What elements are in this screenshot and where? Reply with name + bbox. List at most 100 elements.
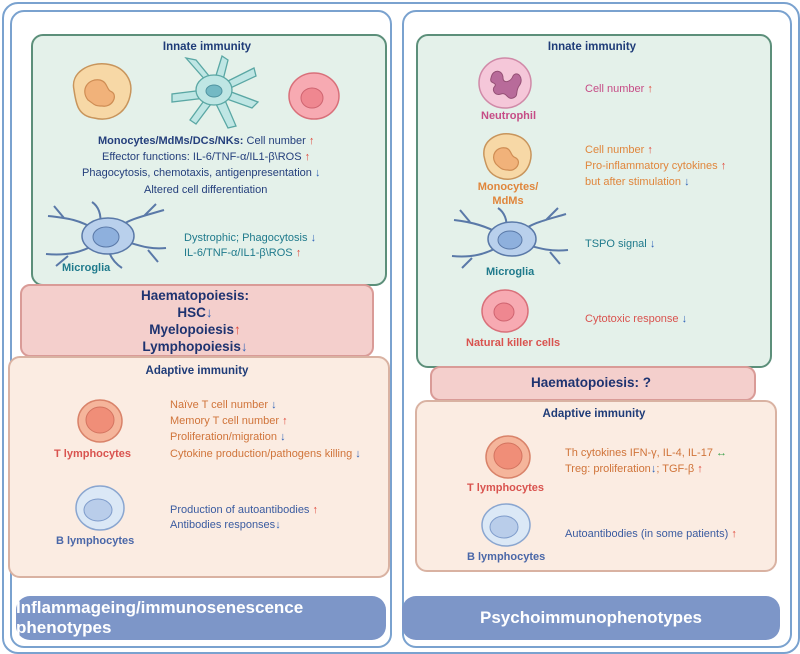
left-innate-line2: Effector functions: IL-6/TNF-α/IL1-β\ROS…	[102, 150, 310, 165]
left-adaptive-box	[8, 356, 390, 578]
right-b-lymphocytes-label: B lymphocytes	[467, 551, 546, 563]
down-arrow-icon: ↓	[650, 463, 657, 475]
up-arrow-icon: ↑	[647, 144, 653, 156]
left-b-lymphocytes-label: B lymphocytes	[56, 535, 135, 547]
neutrophil-label: Neutrophil	[481, 110, 536, 122]
phagocytosis-text: Phagocytosis, chemotaxis, antigenpresent…	[82, 167, 315, 179]
treg-text: Treg: proliferation	[565, 463, 651, 475]
tspo-line: TSPO signal ↓	[585, 237, 655, 252]
microglia-icon	[451, 207, 569, 269]
tspo-text: TSPO signal	[585, 238, 650, 250]
left-t-line1: Naïve T cell number ↓	[170, 398, 277, 413]
cytokine-ros-text: IL-6/TNF-α/IL1-β\ROS	[184, 247, 296, 259]
lymphopoiesis-text: Lymphopoiesis	[142, 339, 241, 354]
nk-line: Cytotoxic response ↓	[585, 312, 687, 327]
up-arrow-icon: ↑	[720, 160, 727, 172]
right-innate-title: Innate immunity	[547, 41, 637, 53]
down-arrow-icon: ↓	[681, 313, 688, 325]
dystrophic-text: Dystrophic; Phagocytosis	[184, 232, 311, 244]
down-arrow-icon: ↓	[275, 519, 281, 531]
hsc-text: HSC	[177, 305, 206, 320]
up-arrow-icon: ↑	[731, 528, 737, 540]
pro-inflammatory-text: Pro-inflammatory cytokines	[585, 160, 721, 172]
b-lymphocyte-icon	[481, 503, 531, 547]
right-footer: Psychoimmunophenotypes	[402, 596, 780, 640]
left-haematopoiesis-box	[20, 284, 374, 357]
down-arrow-icon: ↓	[280, 431, 286, 443]
left-microglia-label: Microglia	[62, 262, 111, 274]
left-t-line2: Memory T cell number ↑	[170, 414, 288, 429]
natural-killer-label: Natural killer cells	[466, 337, 561, 349]
monocytes-label-line1: Monocytes/	[477, 181, 539, 193]
hsc-line: HSC↓	[20, 304, 370, 321]
left-t-line4: Cytokine production/pathogens killing ↓	[170, 447, 361, 462]
monocyte-cell-icon	[72, 63, 132, 120]
t-lymphocyte-icon	[485, 435, 531, 479]
autoantibodies-production-text: Production of autoantibodies	[170, 504, 313, 516]
left-t-line3: Proliferation/migration ↓	[170, 430, 286, 445]
right-haematopoiesis-box	[430, 366, 756, 401]
microglia-icon	[45, 201, 167, 269]
lymphopoiesis-line: Lymphopoiesis↓	[20, 338, 370, 355]
effector-functions-text: Effector functions: IL-6/TNF-α/IL1-β\ROS	[102, 151, 305, 163]
left-innate-line4: Altered cell differentiation	[144, 184, 268, 196]
down-arrow-icon: ↓	[310, 232, 317, 244]
up-arrow-icon: ↑	[282, 415, 288, 427]
b-lymphocyte-icon	[75, 485, 125, 531]
naive-t-text: Naïve T cell number	[170, 399, 272, 411]
neutrophil-line: Cell number ↑	[585, 82, 653, 97]
right-adaptive-box	[415, 400, 777, 572]
up-arrow-icon: ↑	[312, 504, 319, 516]
autoantibodies-text: Autoantibodies (in some patients)	[565, 528, 732, 540]
neutrophil-cell-number-text: Cell number	[585, 83, 648, 95]
left-innate-line3: Phagocytosis, chemotaxis, antigenpresent…	[82, 166, 320, 181]
neutrophil-icon	[478, 57, 532, 109]
left-b-line2: Antibodies responses↓	[170, 518, 281, 533]
left-haematopoiesis-text: Haematopoiesis: HSC↓ Myelopoiesis↑ Lymph…	[20, 287, 370, 355]
up-arrow-icon: ↑	[647, 83, 653, 95]
antibodies-responses-text: Antibodies responses	[170, 519, 276, 531]
right-innate-box	[416, 34, 772, 368]
left-microglia-line1: Dystrophic; Phagocytosis ↓	[184, 231, 316, 246]
down-arrow-icon: ↓	[271, 399, 277, 411]
left-microglia-line2: IL-6/TNF-α/IL1-β\ROS ↑	[184, 246, 301, 261]
up-arrow-icon: ↑	[234, 322, 241, 337]
monocyte-mdm-icon	[483, 132, 532, 180]
left-innate-line1: Monocytes/MdMs/DCs/NKs: Cell number ↑	[98, 134, 314, 149]
left-t-lymphocytes-label: T lymphocytes	[54, 448, 132, 460]
haematopoiesis-heading: Haematopoiesis:	[140, 288, 250, 303]
down-arrow-icon: ↓	[355, 448, 361, 460]
right-t-lymphocytes-label: T lymphocytes	[467, 482, 545, 494]
nk-cell-icon	[288, 72, 340, 120]
myelopoiesis-line: Myelopoiesis↑	[20, 321, 370, 338]
mono-line2: Pro-inflammatory cytokines ↑	[585, 159, 726, 174]
cytotoxic-text: Cytotoxic response	[585, 313, 682, 325]
cytokine-production-text: Cytokine production/pathogens killing	[170, 448, 356, 460]
up-arrow-icon: ↑	[697, 463, 703, 475]
mono-cell-number-text: Cell number	[585, 144, 648, 156]
left-right-arrow-icon: ↔	[716, 447, 727, 459]
monocyte-group-label: Monocytes/MdMs/DCs/NKs:	[98, 135, 244, 147]
t-lymphocyte-icon	[77, 399, 123, 443]
dendritic-cell-icon	[171, 54, 260, 129]
memory-t-text: Memory T cell number	[170, 415, 283, 427]
th-cytokines-text: Th cytokines IFN-γ, IL-4, IL-17	[565, 447, 716, 459]
right-t-line1: Th cytokines IFN-γ, IL-4, IL-17 ↔	[565, 446, 727, 461]
proliferation-migration-text: Proliferation/migration	[170, 431, 281, 443]
up-arrow-icon: ↑	[304, 151, 311, 163]
left-adaptive-title: Adaptive immunity	[145, 365, 249, 377]
left-b-line1: Production of autoantibodies ↑	[170, 503, 318, 518]
left-footer: Inflammageing/immunosenescence phenotype…	[16, 596, 386, 640]
right-haematopoiesis-text: Haematopoiesis: ?	[530, 375, 652, 390]
up-arrow-icon: ↑	[308, 135, 315, 147]
monocytes-label-line2: MdMs	[492, 195, 524, 207]
mono-line3: but after stimulation ↓	[585, 175, 690, 190]
right-adaptive-title: Adaptive immunity	[542, 408, 646, 420]
down-arrow-icon: ↓	[684, 176, 690, 188]
right-t-line2: Treg: proliferation↓; TGF-β ↑	[565, 462, 703, 477]
right-b-line: Autoantibodies (in some patients) ↑	[565, 527, 737, 542]
down-arrow-icon: ↓	[205, 305, 213, 320]
down-arrow-icon: ↓	[314, 167, 321, 179]
down-arrow-icon: ↓	[240, 339, 248, 354]
monocytes-label: Monocytes/ MdMs	[468, 180, 548, 208]
